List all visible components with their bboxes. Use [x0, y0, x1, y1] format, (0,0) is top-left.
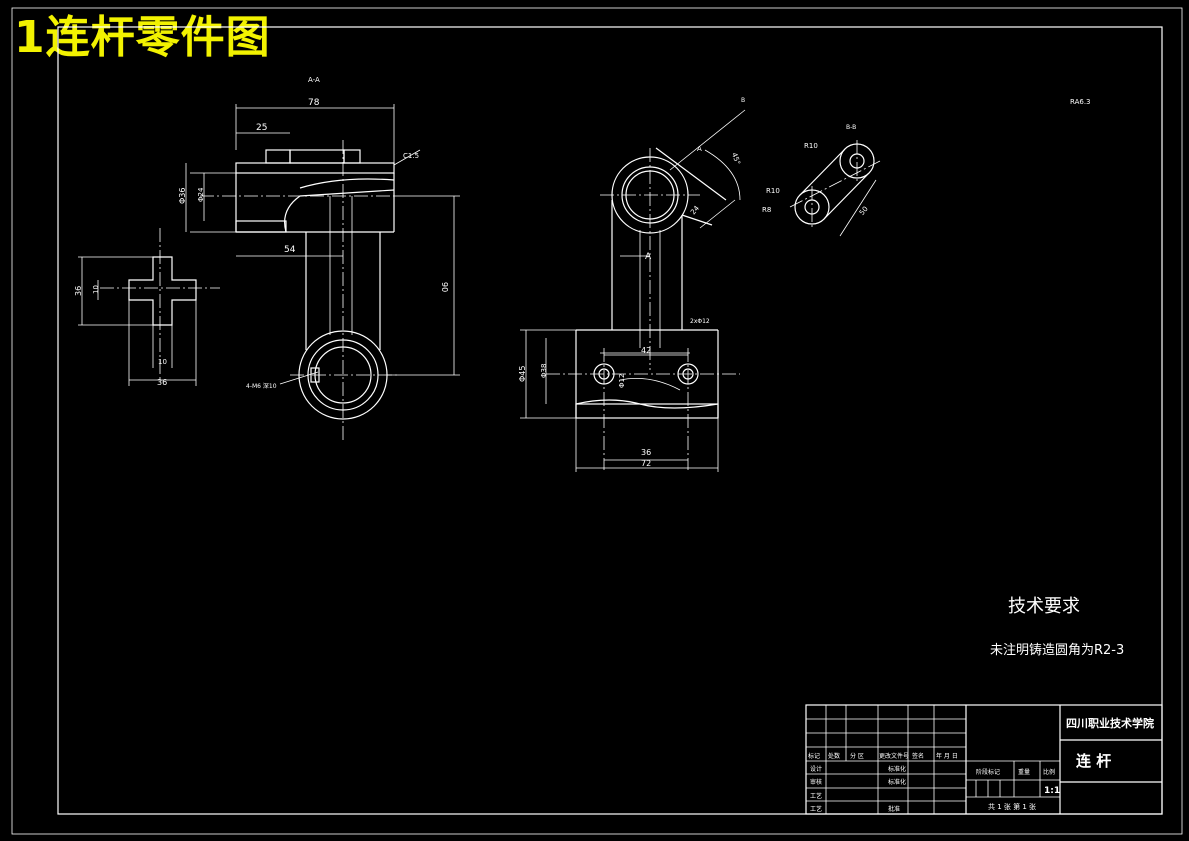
caption: 1连杆零件图 — [14, 12, 271, 63]
dim-78: 78 — [308, 98, 320, 108]
tb-design: 设计 — [810, 765, 822, 773]
dim-d12: Φ12 — [618, 374, 626, 388]
dim-angle: 45° — [730, 152, 742, 166]
top-plate-section — [235, 162, 395, 174]
dim-d45: Φ45 — [518, 366, 527, 382]
title-block: 标记 处数 分 区 更改文件号 签名 年 月 日 设计 标准化 审核 标准化 工… — [805, 704, 1163, 815]
inner-frame — [57, 26, 1163, 815]
tb-craft-label: 工艺 — [810, 792, 822, 800]
bottom-hatch — [235, 220, 287, 233]
dim-24: 24 — [689, 204, 701, 216]
cross-section-shape — [128, 256, 197, 326]
bb-length: 50 — [858, 205, 870, 217]
dim-d38: Φ38 — [540, 364, 548, 378]
mark-b: B — [741, 97, 745, 104]
tb-stage: 阶段标记 — [976, 768, 1000, 776]
tb-mark: 标记 — [808, 752, 820, 760]
section-bb-view: B-B R10 R10 R8 50 — [762, 124, 881, 237]
outer-frame — [11, 7, 1183, 835]
tb-part-name: 连 杆 — [1076, 752, 1111, 770]
roughness-general: RA6.3 — [1070, 98, 1091, 106]
tb-sheet: 共 1 张 第 1 张 — [988, 802, 1036, 811]
dim-36-horizontal: 36 — [157, 378, 167, 387]
tb-check: 审核 — [810, 778, 822, 786]
front-view: A A B 45° 24 42 — [518, 97, 746, 472]
bb-r10-top: R10 — [804, 142, 818, 150]
dim-36-vertical: 36 — [74, 286, 83, 296]
tech-title: 技术要求 — [1008, 596, 1080, 617]
cross-section-view: 36 10 10 36 — [74, 228, 220, 387]
tb-craft: 工艺 — [810, 805, 822, 813]
dim-d24: Φ24 — [197, 187, 205, 202]
tech-note: 未注明铸造圆角为R2-3 — [990, 642, 1124, 658]
dim-d36: Φ36 — [178, 188, 187, 204]
dim-10-vertical: 10 — [92, 285, 100, 294]
tb-scale: 1:1 — [1044, 786, 1060, 796]
tb-std: 标准化 — [888, 765, 906, 773]
section-a-arrow: A — [645, 252, 652, 262]
dim-c15: C1.5 — [403, 152, 419, 160]
dim-72: 72 — [641, 459, 651, 468]
boss-mid — [289, 149, 345, 164]
section-bb-label: B-B — [846, 124, 856, 131]
dim-36-base: 36 — [641, 448, 651, 457]
tb-ratio: 比例 — [1043, 768, 1055, 776]
hole-note: 2xΦ12 — [690, 318, 710, 325]
dim-42: 42 — [641, 346, 651, 355]
tb-doc: 更改文件号 — [879, 752, 909, 760]
boss-left — [265, 149, 291, 164]
tb-weight: 重量 — [1018, 768, 1030, 776]
thread-note: 4-M6 深10 — [246, 382, 277, 390]
bb-r10-left: R10 — [766, 187, 780, 195]
dim-54: 54 — [284, 245, 296, 255]
base-section-hatch — [575, 403, 719, 419]
section-aa-view: A-A — [178, 76, 460, 440]
dim-90: 90 — [440, 282, 449, 292]
dim-10-horizontal: 10 — [158, 358, 167, 366]
tb-zone: 分 区 — [850, 752, 864, 760]
tb-school: 四川职业技术学院 — [1066, 716, 1154, 730]
bb-r8: R8 — [762, 206, 771, 214]
tb-proc: 标准化 — [888, 778, 906, 786]
section-aa-label: A-A — [308, 76, 320, 84]
tb-date: 年 月 日 — [936, 752, 958, 760]
tb-count: 处数 — [828, 752, 840, 760]
tb-approve: 批准 — [888, 805, 900, 813]
dim-25: 25 — [256, 123, 267, 133]
mark-a: A — [697, 145, 702, 153]
tb-sign: 签名 — [912, 752, 924, 760]
boss-right — [343, 149, 361, 164]
